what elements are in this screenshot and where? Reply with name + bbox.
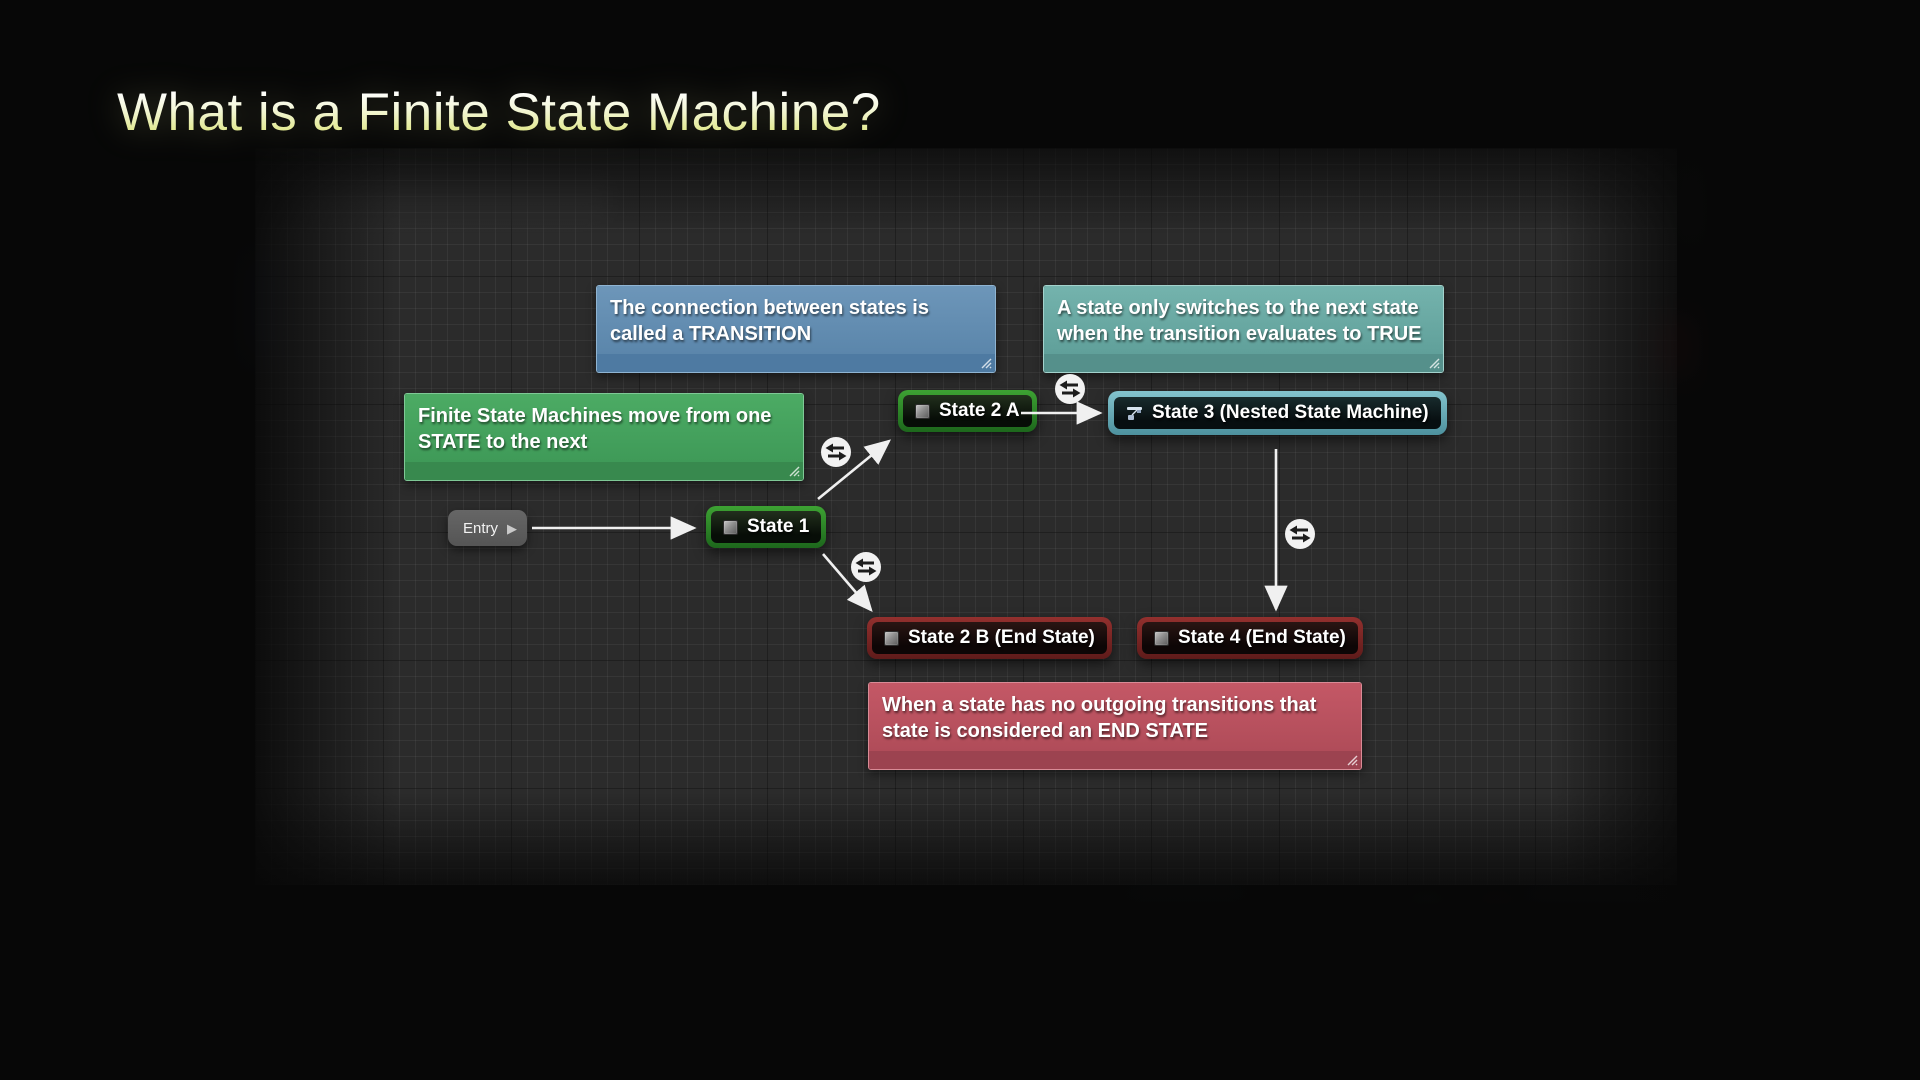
comment-footer	[405, 462, 803, 480]
state-box-icon	[1154, 630, 1169, 646]
comment-text: When a state has no outgoing transitions…	[869, 683, 1361, 751]
state-box-icon	[723, 519, 738, 535]
page-title: What is a Finite State Machine?	[117, 83, 881, 142]
comment-transition[interactable]: The connection between states is called …	[596, 285, 996, 373]
node-state4[interactable]: State 4 (End State)	[1137, 617, 1363, 659]
state-label: State 4 (End State)	[1178, 627, 1346, 648]
comment-text: A state only switches to the next state …	[1044, 286, 1443, 354]
entry-label: Entry	[463, 519, 499, 537]
comment-footer	[1044, 354, 1443, 372]
state-label: State 2 B (End State)	[908, 627, 1095, 648]
comment-end-state[interactable]: When a state has no outgoing transitions…	[868, 682, 1362, 770]
node-state2b[interactable]: State 2 B (End State)	[867, 617, 1112, 659]
comment-text: Finite State Machines move from one STAT…	[405, 394, 803, 462]
comment-move-states[interactable]: Finite State Machines move from one STAT…	[404, 393, 804, 481]
blurred-bottom-artifact	[1483, 899, 1511, 920]
blurred-bottom-artifact	[1413, 899, 1441, 920]
comment-footer	[597, 354, 995, 372]
state-box-icon	[915, 403, 930, 419]
comment-footer	[869, 751, 1361, 769]
state-label: State 1	[747, 516, 810, 537]
blurred-bottom-artifact	[1128, 893, 1243, 923]
comment-true-condition[interactable]: A state only switches to the next state …	[1043, 285, 1444, 373]
resize-handle-icon[interactable]	[980, 357, 992, 369]
resize-handle-icon[interactable]	[788, 465, 800, 477]
node-state3[interactable]: State 3 (Nested State Machine)	[1108, 391, 1447, 435]
resize-handle-icon[interactable]	[1346, 754, 1358, 766]
state-label: State 3 (Nested State Machine)	[1152, 402, 1429, 423]
blurred-bottom-artifact	[1528, 894, 1683, 922]
resize-handle-icon[interactable]	[1428, 357, 1440, 369]
node-state1[interactable]: State 1	[706, 506, 827, 548]
play-icon: ▶	[507, 520, 518, 536]
comment-text: The connection between states is called …	[597, 286, 995, 354]
node-entry[interactable]: Entry ▶	[448, 510, 528, 546]
state-box-icon	[884, 630, 899, 646]
state-label: State 2 A	[939, 400, 1020, 421]
blurred-top-right-artifact	[1690, 162, 1885, 234]
node-state2a[interactable]: State 2 A	[898, 390, 1037, 432]
nested-state-machine-icon	[1127, 406, 1142, 420]
